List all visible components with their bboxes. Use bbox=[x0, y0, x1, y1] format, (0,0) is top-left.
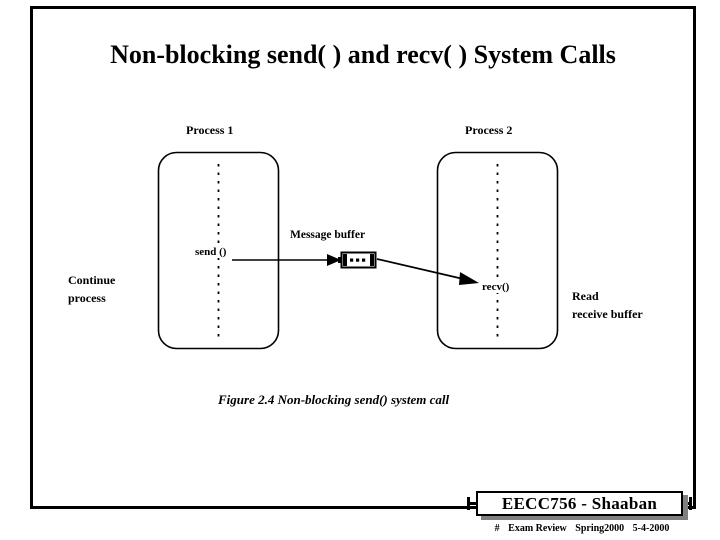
read-receive-buffer-line2: receive buffer bbox=[572, 307, 643, 321]
read-receive-buffer-label: Read receive buffer bbox=[572, 287, 643, 323]
figure-caption: Figure 2.4 Non-blocking send() system ca… bbox=[218, 392, 450, 407]
footer-course-badge: EECC756 - Shaaban bbox=[476, 491, 683, 516]
recv-call-label: recv() bbox=[481, 281, 511, 293]
badge-tick-right-icon bbox=[689, 497, 692, 510]
badge-nub-left-icon bbox=[469, 502, 476, 505]
read-receive-buffer-line1: Read bbox=[572, 289, 599, 303]
footer-meta-hash: # bbox=[494, 523, 500, 534]
continue-process-label: Continue process bbox=[68, 271, 115, 307]
process1-label: Process 1 bbox=[186, 123, 234, 137]
badge-tick-left-icon bbox=[467, 497, 470, 510]
message-buffer-label: Message buffer bbox=[290, 229, 366, 241]
footer-course-badge-text: EECC756 - Shaaban bbox=[501, 493, 658, 513]
page-title: Non-blocking send( ) and recv( ) System … bbox=[110, 40, 616, 69]
continue-process-line1: Continue bbox=[68, 273, 116, 287]
send-call-label: send () bbox=[194, 246, 228, 258]
footer-meta-term: Spring2000 bbox=[575, 523, 625, 534]
slide-border-frame bbox=[30, 6, 696, 509]
process2-label: Process 2 bbox=[465, 123, 513, 137]
footer-meta-date: 5-4-2000 bbox=[632, 523, 670, 534]
footer-meta: # Exam Review Spring2000 5-4-2000 bbox=[476, 523, 688, 534]
footer-meta-event: Exam Review bbox=[508, 523, 567, 534]
continue-process-line2: process bbox=[68, 291, 106, 305]
